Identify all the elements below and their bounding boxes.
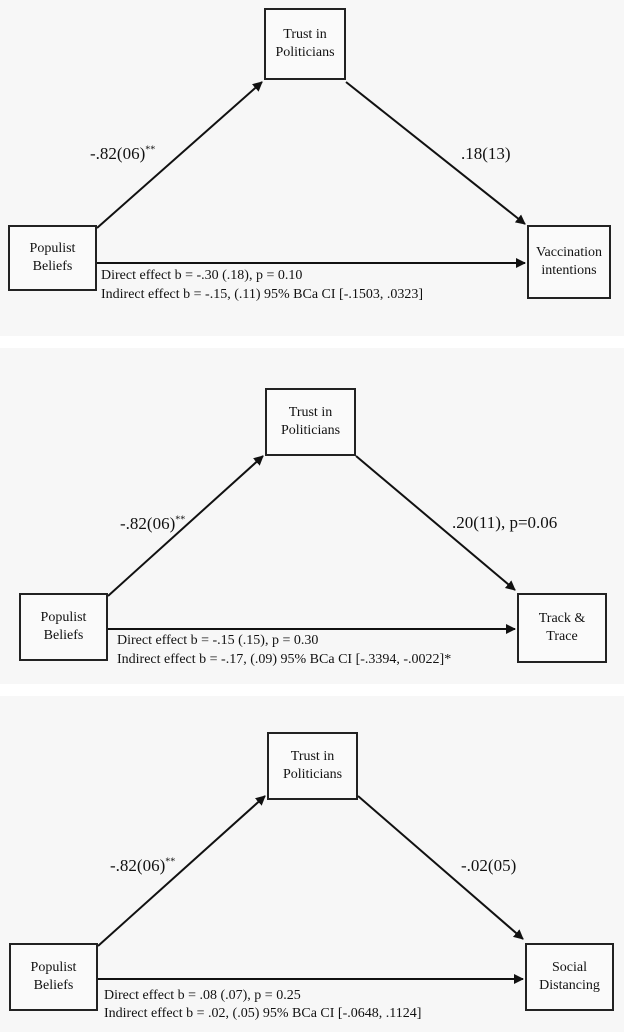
- arrows-layer: [97, 795, 524, 984]
- indirect-effect-text: Indirect effect b = -.15, (.11) 95% BCa …: [101, 287, 424, 302]
- path-b-label: .20(11), p=0.06: [452, 513, 558, 532]
- direct-effect-text: Direct effect b = .08 (.07), p = 0.25: [104, 988, 301, 1003]
- predictor-box: Populist Beliefs: [19, 593, 108, 661]
- arrow-mediator-to-outcome: [355, 455, 516, 591]
- direct-effect-text: Direct effect b = -.15 (.15), p = 0.30: [117, 633, 319, 648]
- indirect-effect-text: Indirect effect b = -.17, (.09) 95% BCa …: [117, 652, 452, 667]
- path-a-label: -.82(06)**: [90, 144, 156, 163]
- path-b-label: .18(13): [461, 144, 511, 163]
- outcome-box: Social Distancing: [525, 943, 614, 1011]
- mediator-box: Trust in Politicians: [267, 732, 358, 800]
- mediator-box: Trust in Politicians: [265, 388, 356, 456]
- mediator-box: Trust in Politicians: [264, 8, 346, 80]
- arrow-mediator-to-outcome: [357, 795, 524, 940]
- mediation-diagram-social-distancing: Trust in Politicians Populist Beliefs So…: [0, 696, 624, 1032]
- direct-effect-text: Direct effect b = -.30 (.18), p = 0.10: [101, 268, 303, 283]
- path-a-significance: **: [175, 514, 186, 526]
- mediation-diagram-track-trace: Trust in Politicians Populist Beliefs Tr…: [0, 348, 624, 684]
- indirect-effect-text: Indirect effect b = .02, (.05) 95% BCa C…: [104, 1006, 422, 1021]
- path-b-label: -.02(05): [461, 856, 517, 875]
- arrow-predictor-to-mediator: [107, 455, 264, 597]
- path-a-significance: **: [145, 144, 156, 156]
- arrow-predictor-to-mediator: [97, 795, 266, 947]
- predictor-box: Populist Beliefs: [8, 225, 97, 291]
- arrow-mediator-to-outcome: [345, 81, 526, 225]
- outcome-box: Vaccination intentions: [527, 225, 611, 299]
- path-a-significance: **: [165, 856, 176, 868]
- outcome-box: Track & Trace: [517, 593, 607, 663]
- path-a-label: -.82(06)**: [120, 514, 186, 533]
- arrow-predictor-to-mediator: [96, 81, 263, 229]
- path-a-label: -.82(06)**: [110, 856, 176, 875]
- arrows-layer: [107, 455, 516, 634]
- arrows-layer: [96, 81, 526, 268]
- predictor-box: Populist Beliefs: [9, 943, 98, 1011]
- mediation-diagram-vaccination: Trust in Politicians Populist Beliefs Va…: [0, 0, 624, 336]
